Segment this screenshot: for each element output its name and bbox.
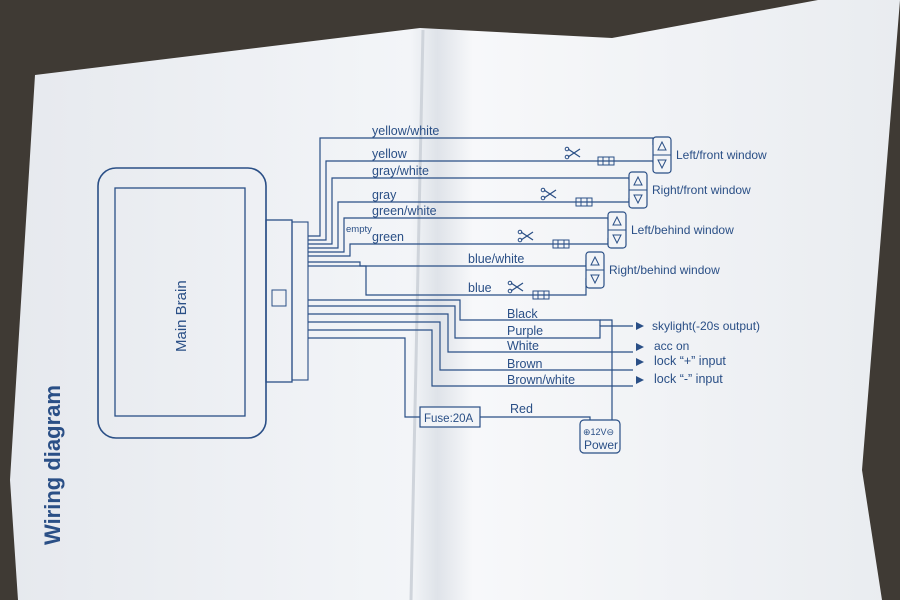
wire-label-black: Black (507, 307, 538, 321)
output-label-lock-minus: lock “-” input (654, 372, 723, 386)
wire-label-gray: gray (372, 188, 397, 202)
window-label-left-behind: Left/behind window (631, 223, 734, 237)
wire-white (308, 313, 633, 353)
wire-brown (308, 321, 633, 371)
output-label-acc-on: acc on (654, 339, 689, 353)
output-arrow-icon (636, 376, 644, 384)
empty-pin-label: empty (346, 224, 372, 235)
wire-label-gray-white: gray/white (372, 164, 429, 178)
wire-red (308, 337, 420, 418)
scissors-icon (507, 280, 524, 294)
wire-label-yellow-white: yellow/white (372, 124, 439, 138)
window-label-right-front: Right/front window (652, 183, 751, 197)
output-label-skylight: skylight(-20s output) (652, 319, 760, 333)
wire-label-blue-white: blue/white (468, 252, 524, 266)
fuse-label: Fuse:20A (424, 413, 474, 425)
wire-black-to-power (600, 319, 613, 420)
wire-blue (308, 265, 587, 296)
output-arrow-icon (636, 343, 644, 351)
window-label-left-front: Left/front window (676, 148, 767, 162)
plug-connector-icon (552, 239, 570, 249)
wire-label-blue: blue (468, 281, 492, 295)
plug-connector-icon (597, 156, 615, 166)
window-switch-icon (585, 251, 605, 289)
scissors-icon (564, 146, 581, 160)
power-polarity: ⊕12V⊖ (583, 427, 614, 437)
wire-label-brown-white: Brown/white (507, 373, 575, 387)
wire-lines (308, 136, 672, 420)
power-box (579, 419, 621, 454)
wire-brown-white (308, 329, 633, 387)
output-arrow-icon (636, 358, 644, 366)
wire-label-purple: Purple (507, 324, 543, 338)
wire-red-to-power (480, 416, 591, 420)
wire-label-white: White (507, 339, 539, 353)
wire-purple (308, 305, 633, 339)
power-label: Power (584, 438, 618, 452)
main-brain-inner (114, 187, 246, 417)
wire-label-green-white: green/white (372, 204, 437, 218)
output-arrow-icon (636, 322, 644, 330)
wire-label-red: Red (510, 402, 533, 416)
window-switch-icon (628, 171, 648, 209)
plug-connector-icon (532, 290, 550, 300)
wire-black (308, 299, 601, 326)
wire-label-green: green (372, 230, 404, 244)
connector-plug (291, 221, 309, 381)
window-switch-icon (607, 211, 627, 249)
wire-label-yellow: yellow (372, 147, 408, 161)
window-switch-icon (652, 136, 672, 174)
output-label-lock-plus: lock “+” input (654, 354, 726, 368)
connector-tab (271, 289, 287, 307)
paper-fold (409, 29, 425, 600)
wire-label-brown: Brown (507, 357, 542, 371)
wire-labels: yellow/white yellow Left/front window gray/… (346, 124, 767, 416)
window-label-right-behind: Right/behind window (609, 263, 720, 277)
scissors-icon (517, 229, 534, 243)
main-brain-label: Main Brain (173, 280, 190, 352)
fuse-box (419, 406, 481, 428)
plug-connector-icon (575, 197, 593, 207)
scissors-icon (540, 187, 557, 201)
diagram-title: Wiring diagram (40, 385, 65, 545)
